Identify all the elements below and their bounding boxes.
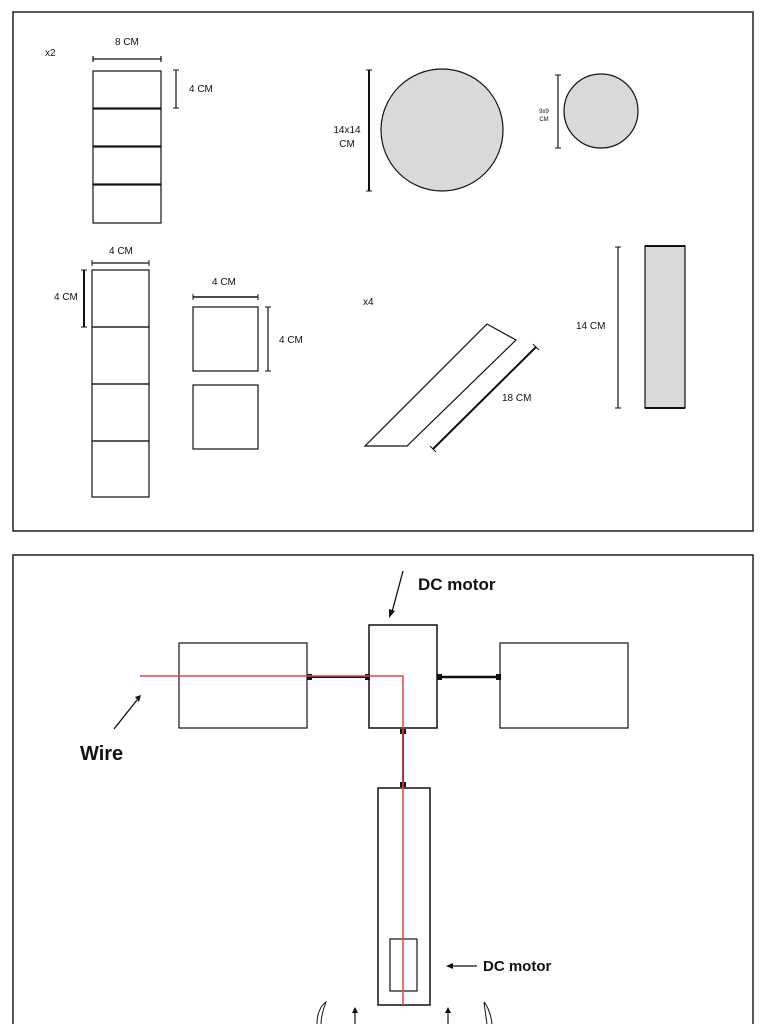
square-4x4-1 [91, 269, 150, 328]
block-left [178, 642, 308, 729]
assembly-panel-frame [12, 554, 754, 1024]
stick-slanted [363, 323, 517, 447]
board-8x4-1 [92, 70, 162, 109]
board-8x4-4 [92, 184, 162, 224]
dim-18cm-tick-bottom [429, 445, 437, 453]
dim-4cm-a-label: 4 CM [189, 84, 213, 95]
wheel-right-partial [483, 1001, 493, 1024]
dim-9x9-label-1: 9x9 [539, 109, 549, 115]
wheel-small-circle [563, 73, 639, 149]
axle-right-joint-1 [437, 674, 442, 680]
dim-14cm-label: 14 CM [576, 321, 605, 332]
dim-4cm-d-label: 4 CM [212, 277, 236, 288]
dim-18cm-line [432, 346, 537, 450]
axle-left-joint-1 [307, 674, 312, 680]
dim-4cm-b-label: 4 CM [109, 246, 133, 257]
square-single-1 [192, 306, 259, 372]
dim-18cm-label: 18 CM [502, 393, 531, 404]
square-single-2 [192, 384, 259, 450]
square-stack-4x4 [91, 269, 150, 498]
wire-arrowhead [135, 695, 141, 702]
arm-body [377, 787, 431, 1006]
dim-9x9-label-2: CM [539, 117, 548, 123]
motor-arrowhead-top [389, 609, 395, 618]
multiplier-x4: x4 [363, 297, 374, 308]
board-stack-8x4 [92, 70, 162, 224]
board-8x4-3 [92, 146, 162, 185]
axle-left-joint-2 [365, 674, 370, 680]
motor-arrowhead-bottom [446, 963, 453, 969]
dim-18cm-tick-top [532, 343, 540, 351]
dim-8cm-label: 8 CM [115, 37, 139, 48]
arrowhead-up-left [352, 1007, 358, 1013]
dim-14x14-label-1: 14x14 [333, 125, 361, 136]
board-8x4-2 [92, 108, 162, 147]
dim-4cm-e-label: 4 CM [279, 335, 303, 346]
wire-path [140, 675, 404, 1005]
square-4x4-4 [91, 440, 150, 498]
block-right [499, 642, 629, 729]
motor-label-bottom: DC motor [483, 958, 551, 975]
parts-panel-frame [12, 11, 754, 532]
motor-label-top: DC motor [418, 575, 496, 594]
square-4x4-3 [91, 383, 150, 442]
dim-14x14-label-2: CM [339, 139, 355, 150]
wheel-large-circle [380, 68, 504, 192]
wheel-left-partial [316, 1000, 328, 1024]
square-4x4-2 [91, 326, 150, 385]
dim-4cm-c-label: 4 CM [54, 292, 78, 303]
wire-arrow [113, 699, 138, 730]
multiplier-x2: x2 [45, 48, 56, 59]
arrowhead-up-right [445, 1007, 451, 1013]
motor-arrow-top [391, 570, 404, 613]
wire-label: Wire [80, 743, 123, 765]
bar-tall-rect [644, 245, 686, 409]
axle-right-joint-2 [496, 674, 501, 680]
